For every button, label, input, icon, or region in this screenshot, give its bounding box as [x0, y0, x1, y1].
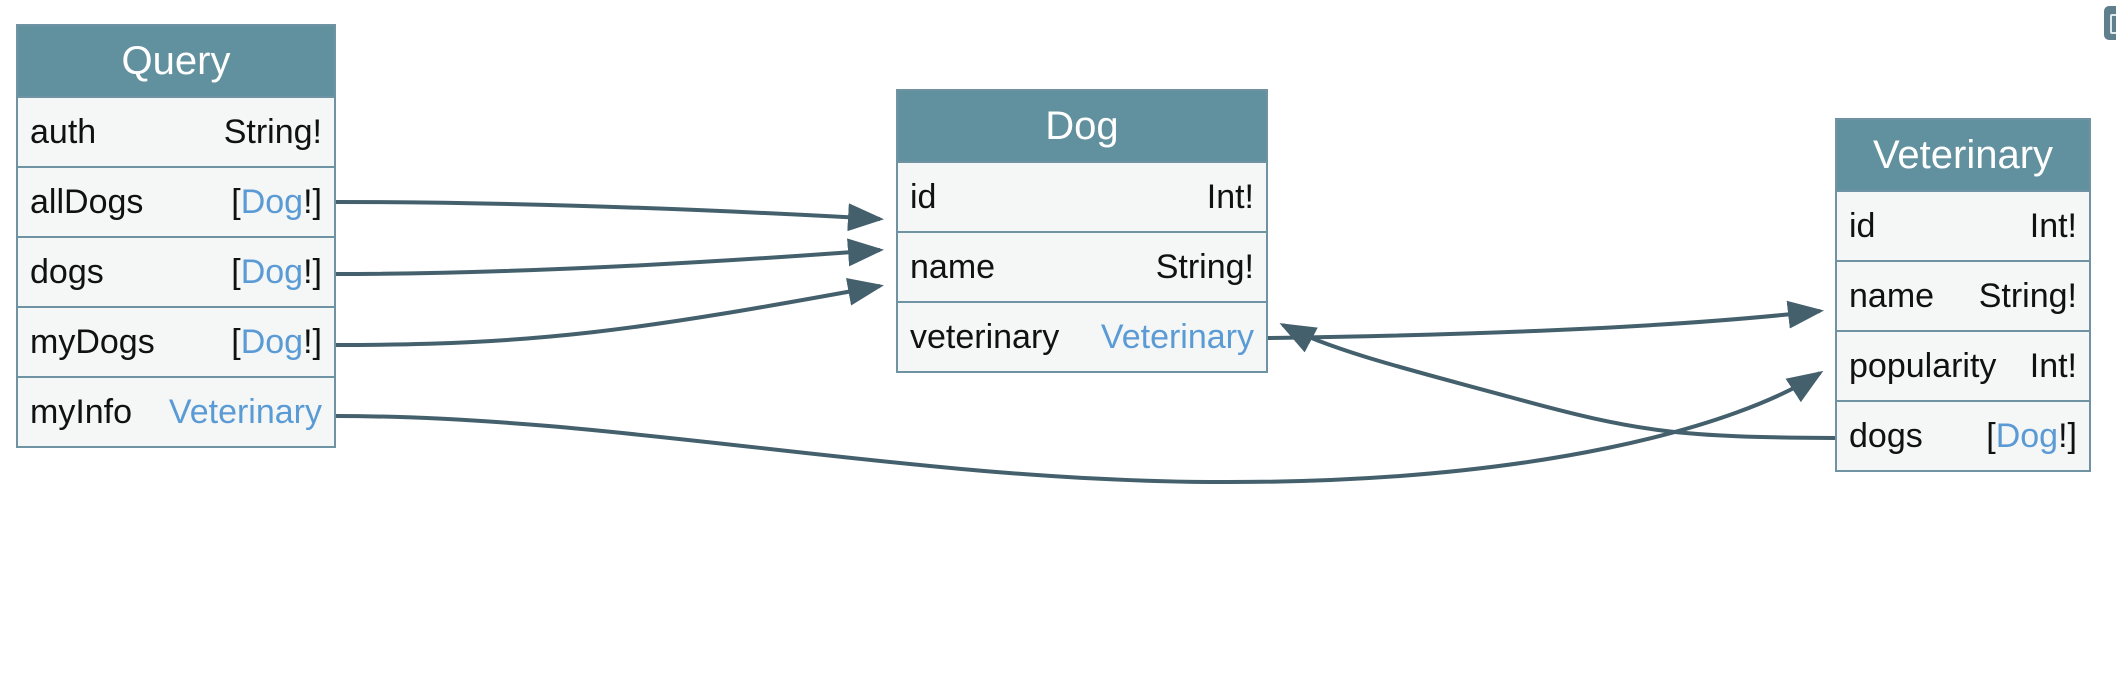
- field-row-dogs[interactable]: dogs [Dog!]: [18, 236, 334, 306]
- field-row-name[interactable]: name String!: [898, 231, 1266, 301]
- type-header: Veterinary: [1837, 120, 2089, 190]
- edge-query-myinfo-to-veterinary: [334, 370, 1824, 485]
- field-type: Int!: [2029, 206, 2077, 245]
- field-type: Int!: [1206, 177, 1254, 216]
- field-type: String!: [1978, 276, 2077, 315]
- field-type: [Dog!]: [231, 182, 322, 221]
- type-reference-link[interactable]: Dog: [240, 182, 304, 221]
- type-reference-link[interactable]: Dog: [240, 252, 304, 291]
- field-name: name: [910, 247, 996, 286]
- field-name: myDogs: [30, 322, 155, 361]
- edge-veterinary-dogs-to-dog: [1279, 323, 1836, 440]
- field-name: allDogs: [30, 182, 144, 221]
- field-name: auth: [30, 112, 97, 151]
- field-row-myinfo[interactable]: myInfo Veterinary: [18, 376, 334, 446]
- type-header: Dog: [898, 91, 1266, 161]
- type-reference-link[interactable]: Veterinary: [1100, 317, 1254, 356]
- field-name: id: [910, 177, 937, 216]
- type-node-query[interactable]: Query auth String! allDogs [Dog!] dogs […: [16, 24, 336, 448]
- side-panel-toggle-button[interactable]: [2104, 6, 2116, 40]
- field-name: id: [1849, 206, 1876, 245]
- field-row-auth[interactable]: auth String!: [18, 96, 334, 166]
- field-name: name: [1849, 276, 1935, 315]
- field-row-id[interactable]: id Int!: [898, 161, 1266, 231]
- type-reference-link[interactable]: Dog: [1995, 416, 2059, 455]
- field-type: [Dog!]: [231, 252, 322, 291]
- type-node-veterinary[interactable]: Veterinary id Int! name String! populari…: [1835, 118, 2091, 472]
- field-row-name[interactable]: name String!: [1837, 260, 2089, 330]
- field-row-alldogs[interactable]: allDogs [Dog!]: [18, 166, 334, 236]
- field-row-dogs[interactable]: dogs [Dog!]: [1837, 400, 2089, 470]
- field-name: veterinary: [910, 317, 1060, 356]
- field-type: Int!: [2029, 346, 2077, 385]
- type-reference-link[interactable]: Dog: [240, 322, 304, 361]
- field-name: myInfo: [30, 392, 133, 431]
- edge-query-alldogs-to-dog: [334, 200, 884, 232]
- field-row-veterinary[interactable]: veterinary Veterinary: [898, 301, 1266, 371]
- type-reference-link[interactable]: Veterinary: [168, 392, 322, 431]
- edge-query-mydogs-to-dog: [334, 277, 884, 347]
- field-name: dogs: [1849, 416, 1923, 455]
- field-type: String!: [1155, 247, 1254, 286]
- edge-dog-veterinary-to-veterinary: [1266, 300, 1824, 340]
- field-row-id[interactable]: id Int!: [1837, 190, 2089, 260]
- type-header: Query: [18, 26, 334, 96]
- field-row-mydogs[interactable]: myDogs [Dog!]: [18, 306, 334, 376]
- field-type: [Dog!]: [231, 322, 322, 361]
- field-type: [Dog!]: [1986, 416, 2077, 455]
- edge-query-dogs-to-dog: [334, 238, 884, 276]
- field-name: dogs: [30, 252, 104, 291]
- field-type: String!: [223, 112, 322, 151]
- field-row-popularity[interactable]: popularity Int!: [1837, 330, 2089, 400]
- type-node-dog[interactable]: Dog id Int! name String! veterinary Vete…: [896, 89, 1268, 373]
- field-name: popularity: [1849, 346, 1997, 385]
